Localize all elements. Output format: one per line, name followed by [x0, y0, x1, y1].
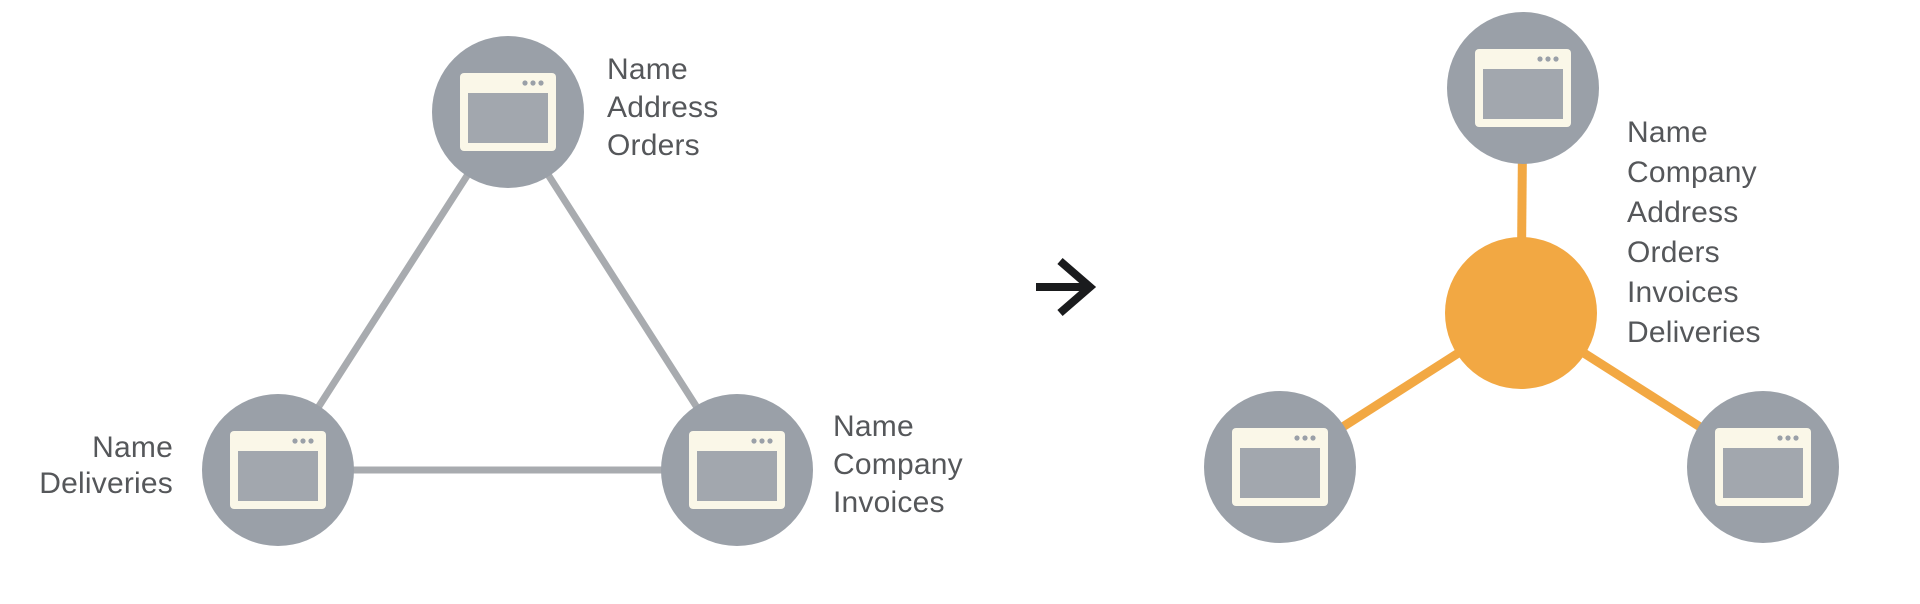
transform-arrow-icon	[1036, 257, 1097, 317]
hub-data-label: Name Company Address Orders Invoices Del…	[1627, 116, 1761, 349]
hub-node	[1445, 237, 1597, 389]
mesh-node-bottom-right-label: Name Company Invoices	[833, 410, 963, 519]
browser-window-icon	[1232, 428, 1328, 506]
mesh-node-bottom-left	[202, 394, 354, 546]
browser-window-icon	[1715, 428, 1811, 506]
mesh-node-bottom-left-label: Name Deliveries	[39, 431, 173, 500]
spoke-node-top	[1447, 12, 1599, 164]
mesh-node-bottom-right	[661, 394, 813, 546]
mesh-nodes	[202, 36, 813, 546]
spoke-node-bottom-left	[1204, 391, 1356, 543]
spoke-nodes	[1204, 12, 1839, 543]
mesh-node-top-label: Name Address Orders	[607, 53, 719, 162]
browser-window-icon	[460, 73, 556, 151]
browser-window-icon	[230, 431, 326, 509]
browser-window-icon	[689, 431, 785, 509]
spoke-node-bottom-right	[1687, 391, 1839, 543]
browser-window-icon	[1475, 49, 1571, 127]
mesh-node-top	[432, 36, 584, 188]
